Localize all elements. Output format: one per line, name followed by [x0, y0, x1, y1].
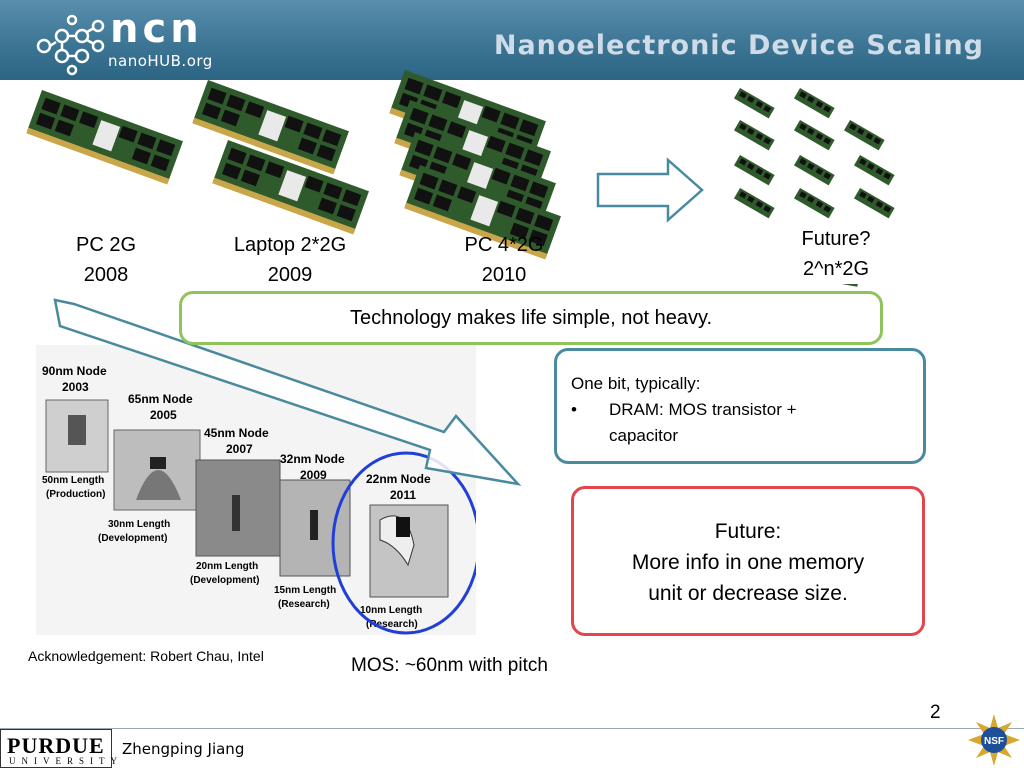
svg-text:30nm Length: 30nm Length	[108, 519, 170, 530]
svg-text:2005: 2005	[150, 408, 177, 422]
svg-text:2007: 2007	[226, 442, 253, 456]
info-bullet-text: DRAM: MOS transistor +capacitor	[609, 400, 797, 445]
page-number: 2	[930, 702, 941, 723]
ncn-molecule-icon	[36, 14, 105, 76]
svg-text:32nm Node: 32nm Node	[280, 452, 345, 466]
right-arrow-icon	[596, 157, 704, 223]
svg-text:2011: 2011	[390, 488, 416, 502]
node-22nm: 22nm Node 2011 10nm Length (Research)	[360, 472, 449, 630]
svg-text:50nm Length: 50nm Length	[42, 475, 104, 486]
header-bar: ncn nanoHUB.org Nanoelectronic Device Sc…	[0, 0, 1024, 80]
bullet-icon: •	[571, 400, 577, 419]
info-box: One bit, typically: • DRAM: MOS transist…	[554, 348, 926, 464]
logo-text: ncn	[110, 6, 203, 52]
info-line: One bit, typically:	[571, 374, 701, 393]
footer-divider	[0, 728, 1024, 729]
tagline-box: Technology makes life simple, not heavy.	[179, 291, 883, 345]
svg-text:(Development): (Development)	[190, 575, 259, 586]
svg-text:(Development): (Development)	[98, 533, 167, 544]
future-line-2: unit or decrease size.	[648, 582, 848, 605]
logo-subtext: nanoHUB.org	[108, 52, 213, 70]
nsf-logo-icon: NSF	[968, 714, 1020, 766]
caption-future: Future?2^n*2G	[756, 224, 916, 284]
slide-title: Nanoelectronic Device Scaling	[493, 30, 984, 61]
future-box: Future: More info in one memory unit or …	[571, 486, 925, 636]
svg-text:2009: 2009	[300, 468, 327, 482]
svg-text:(Production): (Production)	[46, 489, 105, 500]
svg-text:45nm Node: 45nm Node	[204, 426, 269, 440]
svg-text:65nm Node: 65nm Node	[128, 392, 193, 406]
svg-text:15nm Length: 15nm Length	[274, 585, 336, 596]
svg-text:10nm Length: 10nm Length	[360, 605, 422, 616]
memory-images	[26, 70, 895, 287]
tagline-text: Technology makes life simple, not heavy.	[349, 307, 713, 329]
technology-node-figure: 90nm Node 2003 50nm Length (Production) …	[36, 345, 476, 635]
future-line-1: More info in one memory	[631, 551, 865, 574]
acknowledgement: Acknowledgement: Robert Chau, Intel	[28, 648, 264, 664]
svg-text:(Research): (Research)	[278, 599, 330, 610]
svg-text:90nm Node: 90nm Node	[42, 364, 107, 378]
svg-text:20nm Length: 20nm Length	[196, 561, 258, 572]
author-name: Zhengping Jiang	[122, 740, 245, 758]
mos-note: MOS: ~60nm with pitch	[351, 655, 548, 676]
svg-text:NSF: NSF	[984, 736, 1004, 747]
svg-text:(Research): (Research)	[366, 619, 418, 630]
svg-text:22nm Node: 22nm Node	[366, 472, 431, 486]
ram-pc-2008	[26, 90, 183, 185]
svg-text:2003: 2003	[62, 380, 89, 394]
future-heading: Future:	[714, 520, 782, 543]
purdue-logo: PURDUE UNIVERSITY	[0, 729, 117, 768]
